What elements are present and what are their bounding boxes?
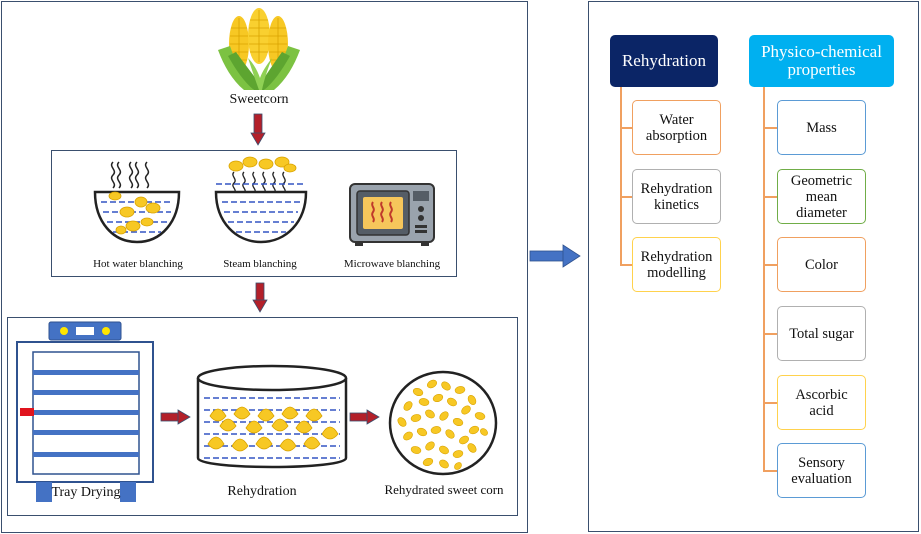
color-box: Color bbox=[777, 237, 866, 292]
steam-label: Steam blanching bbox=[223, 258, 297, 270]
blue-right-arrow bbox=[529, 244, 581, 268]
physico-header: Physico-chemical properties bbox=[749, 35, 894, 87]
rehydrated-corn-plate-icon bbox=[388, 370, 498, 476]
geometric-mean-diameter-box: Geometric mean diameter bbox=[777, 169, 866, 224]
rehydration-kinetics-box: Rehydration kinetics bbox=[632, 169, 721, 224]
rehydration-connector-3 bbox=[620, 264, 632, 266]
sweetcorn-icon bbox=[218, 8, 300, 90]
rehydration-modelling-box: Rehydration modelling bbox=[632, 237, 721, 292]
steam-pot-icon bbox=[214, 156, 308, 244]
physico-connector-2 bbox=[763, 196, 777, 198]
down-arrow-2 bbox=[252, 282, 268, 313]
microwave-label: Microwave blanching bbox=[343, 258, 441, 270]
rehydration-header: Rehydration bbox=[610, 35, 718, 87]
rehydrated-label: Rehydrated sweet corn bbox=[384, 482, 504, 497]
sweetcorn-label: Sweetcorn bbox=[229, 92, 289, 107]
water-absorption-box: Water absorption bbox=[632, 100, 721, 155]
down-arrow-1 bbox=[250, 113, 266, 146]
physico-connector-3 bbox=[763, 264, 777, 266]
rehydration-connector-vertical bbox=[620, 87, 622, 265]
physico-connector-1 bbox=[763, 127, 777, 129]
tray-drying-label: Tray Drying bbox=[51, 485, 121, 500]
total-sugar-box: Total sugar bbox=[777, 306, 866, 361]
mass-box: Mass bbox=[777, 100, 866, 155]
microwave-icon bbox=[349, 183, 435, 246]
physico-connector-4 bbox=[763, 333, 777, 335]
rehydration-beaker-icon bbox=[196, 364, 348, 469]
physico-connector-5 bbox=[763, 402, 777, 404]
hot-water-label: Hot water blanching bbox=[93, 258, 183, 270]
rehydration-connector-2 bbox=[620, 196, 632, 198]
tray-dryer-icon bbox=[16, 321, 154, 502]
physico-connector-6 bbox=[763, 470, 777, 472]
right-arrow-b bbox=[349, 409, 380, 425]
right-arrow-a bbox=[160, 409, 191, 425]
physico-connector-vertical bbox=[763, 87, 765, 471]
rehydration-label: Rehydration bbox=[227, 484, 297, 499]
ascorbic-acid-box: Ascorbic acid bbox=[777, 375, 866, 430]
sensory-evaluation-box: Sensory evaluation bbox=[777, 443, 866, 498]
hot-water-pot-icon bbox=[93, 161, 181, 244]
rehydration-connector-1 bbox=[620, 127, 632, 129]
